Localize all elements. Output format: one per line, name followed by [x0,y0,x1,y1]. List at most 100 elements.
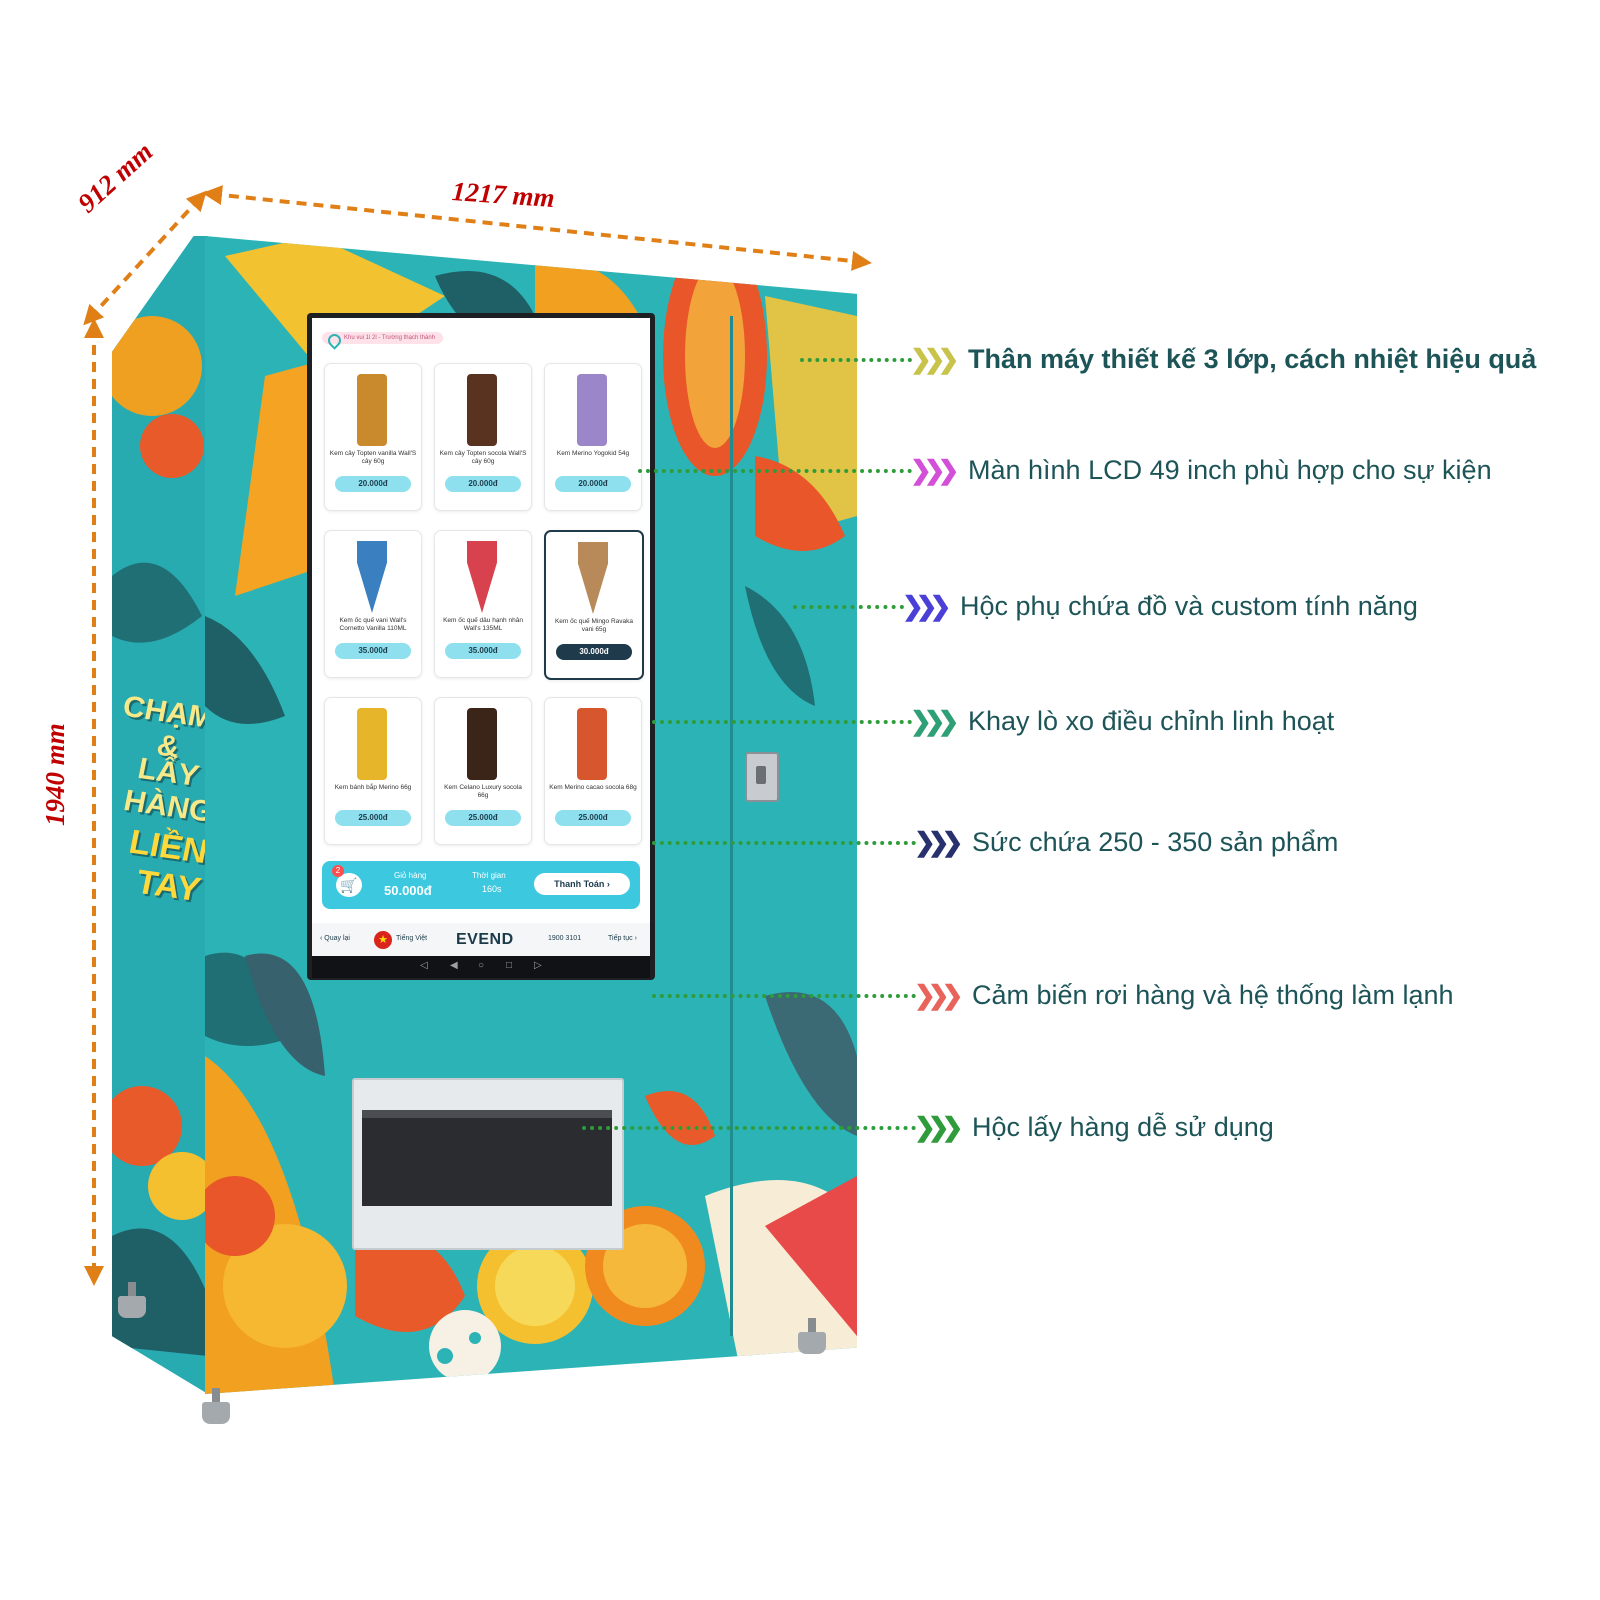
cart-icon[interactable]: 🛒 [336,873,362,897]
bottom-nav: ‹ Quay lại ★ Tiếng Việt EVEND 1900 3101 … [312,923,650,956]
chevron-arrows-icon: ❯❯❯ [902,591,951,621]
vietnam-flag-icon[interactable]: ★ [374,931,392,949]
product-name: Kem ốc quế Mingo Ravaka vani 65g [554,618,634,633]
slogan-line-3: LIỀN TAY [129,822,207,910]
machine-foot [202,1388,230,1424]
callout-leader [652,994,916,998]
product-name: Kem bánh bắp Merino 66g [334,784,412,791]
touch-screen: Khu vui 1l 2l - Trường thạch thành Kem c… [312,318,650,956]
width-arrow [202,185,872,271]
chevron-arrows-icon: ❯❯❯ [910,455,959,485]
product-price: 35.000đ [445,643,521,659]
product-price: 25.000đ [335,810,411,826]
feature-callout-text: Hộc lấy hàng dễ sử dụng [972,1112,1274,1142]
door-seam [730,316,733,1336]
chevron-arrows-icon: ❯❯❯ [914,980,963,1010]
product-image [467,374,497,446]
slogan-line-2: LẤY HÀNG [123,751,208,830]
next-label: Tiếp tục [608,935,633,942]
product-price: 30.000đ [556,644,632,660]
pickup-slot[interactable] [362,1110,612,1206]
product-card[interactable]: Kem cây Topten vanilla Wall'S cây 60g 20.… [324,363,422,511]
cart-count-badge: 2 [332,865,344,877]
product-card[interactable]: Kem Merino cacao socola 68g 25.000đ [544,697,642,845]
feature-callout-text: Sức chứa 250 - 350 sản phẩm [972,827,1339,857]
product-image [578,542,608,614]
hotline-number: 1900 3101 [548,935,582,942]
checkout-button-label: Thanh Toán [554,879,605,889]
product-name: Kem cây Topten vanilla Wall'S cây 60g [329,450,417,465]
feature-callout-text: Hộc phụ chứa đồ và custom tính năng [960,591,1418,621]
product-card[interactable]: Kem ốc quế dâu hạnh nhân Wall's 135ML 35.… [434,530,532,678]
product-price: 20.000đ [335,476,411,492]
chevron-arrows-icon: ❯❯❯ [914,1112,963,1142]
back-label: Quay lại [324,935,350,942]
home-icon[interactable]: ○ [478,960,485,971]
time-label: Thời gian [472,871,506,880]
next-button[interactable]: Tiếp tục › [608,935,637,942]
location-pill[interactable]: Khu vui 1l 2l - Trường thạch thành [322,332,444,344]
product-card[interactable]: Kem Merino Yogokid 54g 20.000đ [544,363,642,511]
product-card[interactable]: Kem ốc quế Mingo Ravaka vani 65g 30.000đ [544,530,644,680]
machine-foot [798,1318,826,1354]
chevron-arrows-icon: ❯❯❯ [910,344,959,374]
product-image [577,374,607,446]
cart-bar: 🛒 2 Giỏ hàng 50.000đ Thời gian 160s Than… [322,861,640,909]
machine-side-panel: CHẠM & LẤY HÀNG LIỀN TAY [112,236,208,1394]
volume-down-icon[interactable]: ◁ [420,960,428,971]
callout-leader [638,469,912,473]
cart-amount: 50.000đ [384,883,432,898]
brand-logo: EVEND [456,931,514,948]
machine-foot [118,1282,146,1318]
callout-leader [582,1126,916,1130]
height-label: 1940 mm [40,723,70,826]
product-price: 25.000đ [445,810,521,826]
product-name: Kem ốc quế dâu hạnh nhân Wall's 135ML [443,617,523,632]
time-value: 160s [482,884,502,894]
product-image [357,708,387,780]
product-image [357,374,387,446]
product-price: 35.000đ [335,643,411,659]
product-card[interactable]: Kem cây Topten socola Wall'S cây 60g 20.0… [434,363,532,511]
product-image [467,708,497,780]
back-nav-icon[interactable]: ◀ [450,960,458,971]
product-image [577,708,607,780]
feature-callout-text: Màn hình LCD 49 inch phù hợp cho sự kiện [968,455,1492,485]
callout-leader [652,720,912,724]
feature-callout-text: Khay lò xo điều chỉnh linh hoạt [968,706,1335,736]
volume-up-icon[interactable]: ▷ [534,960,542,971]
callout-leader [652,841,916,845]
product-price: 25.000đ [555,810,631,826]
back-button[interactable]: ‹ Quay lại [320,935,350,942]
product-card[interactable]: Kem Celano Luxury socola 66g 25.000đ [434,697,532,845]
product-name: Kem Merino Yogokid 54g [556,450,630,457]
product-name: Kem ốc quế vani Wall's Cornetto Vanilla … [339,617,407,632]
feature-callout-text: Thân máy thiết kế 3 lớp, cách nhiệt hiệu… [968,344,1537,374]
callout-leader [793,605,904,609]
product-card[interactable]: Kem ốc quế vani Wall's Cornetto Vanilla … [324,530,422,678]
product-name: Kem Merino cacao socola 68g [549,784,637,791]
chevron-left-icon: ‹ [320,935,325,942]
chevron-arrows-icon: ❯❯❯ [910,706,959,736]
product-image [467,541,497,613]
checkout-button[interactable]: Thanh Toán › [534,873,630,895]
chevron-right-icon: › [606,879,610,889]
product-name: Kem Celano Luxury socola 66g [444,784,522,799]
language-selector[interactable]: Tiếng Việt [396,935,428,942]
chevron-arrows-icon: ❯❯❯ [914,827,963,857]
side-decoration [112,316,208,1356]
android-system-bar: ◁ ◀ ○ □ ▷ [312,956,650,978]
product-name: Kem cây Topten socola Wall'S cây 60g [439,450,527,465]
product-price: 20.000đ [555,476,631,492]
product-price: 20.000đ [445,476,521,492]
cart-label: Giỏ hàng [394,871,427,880]
pickup-bin[interactable] [352,1078,624,1250]
door-lock[interactable] [745,752,779,802]
callout-leader [800,358,912,362]
chevron-right-icon: › [632,935,637,942]
recents-icon[interactable]: □ [506,960,513,971]
product-image [357,541,387,613]
feature-callout-text: Cảm biến rơi hàng và hệ thống làm lạnh [972,980,1454,1010]
product-card[interactable]: Kem bánh bắp Merino 66g 25.000đ [324,697,422,845]
